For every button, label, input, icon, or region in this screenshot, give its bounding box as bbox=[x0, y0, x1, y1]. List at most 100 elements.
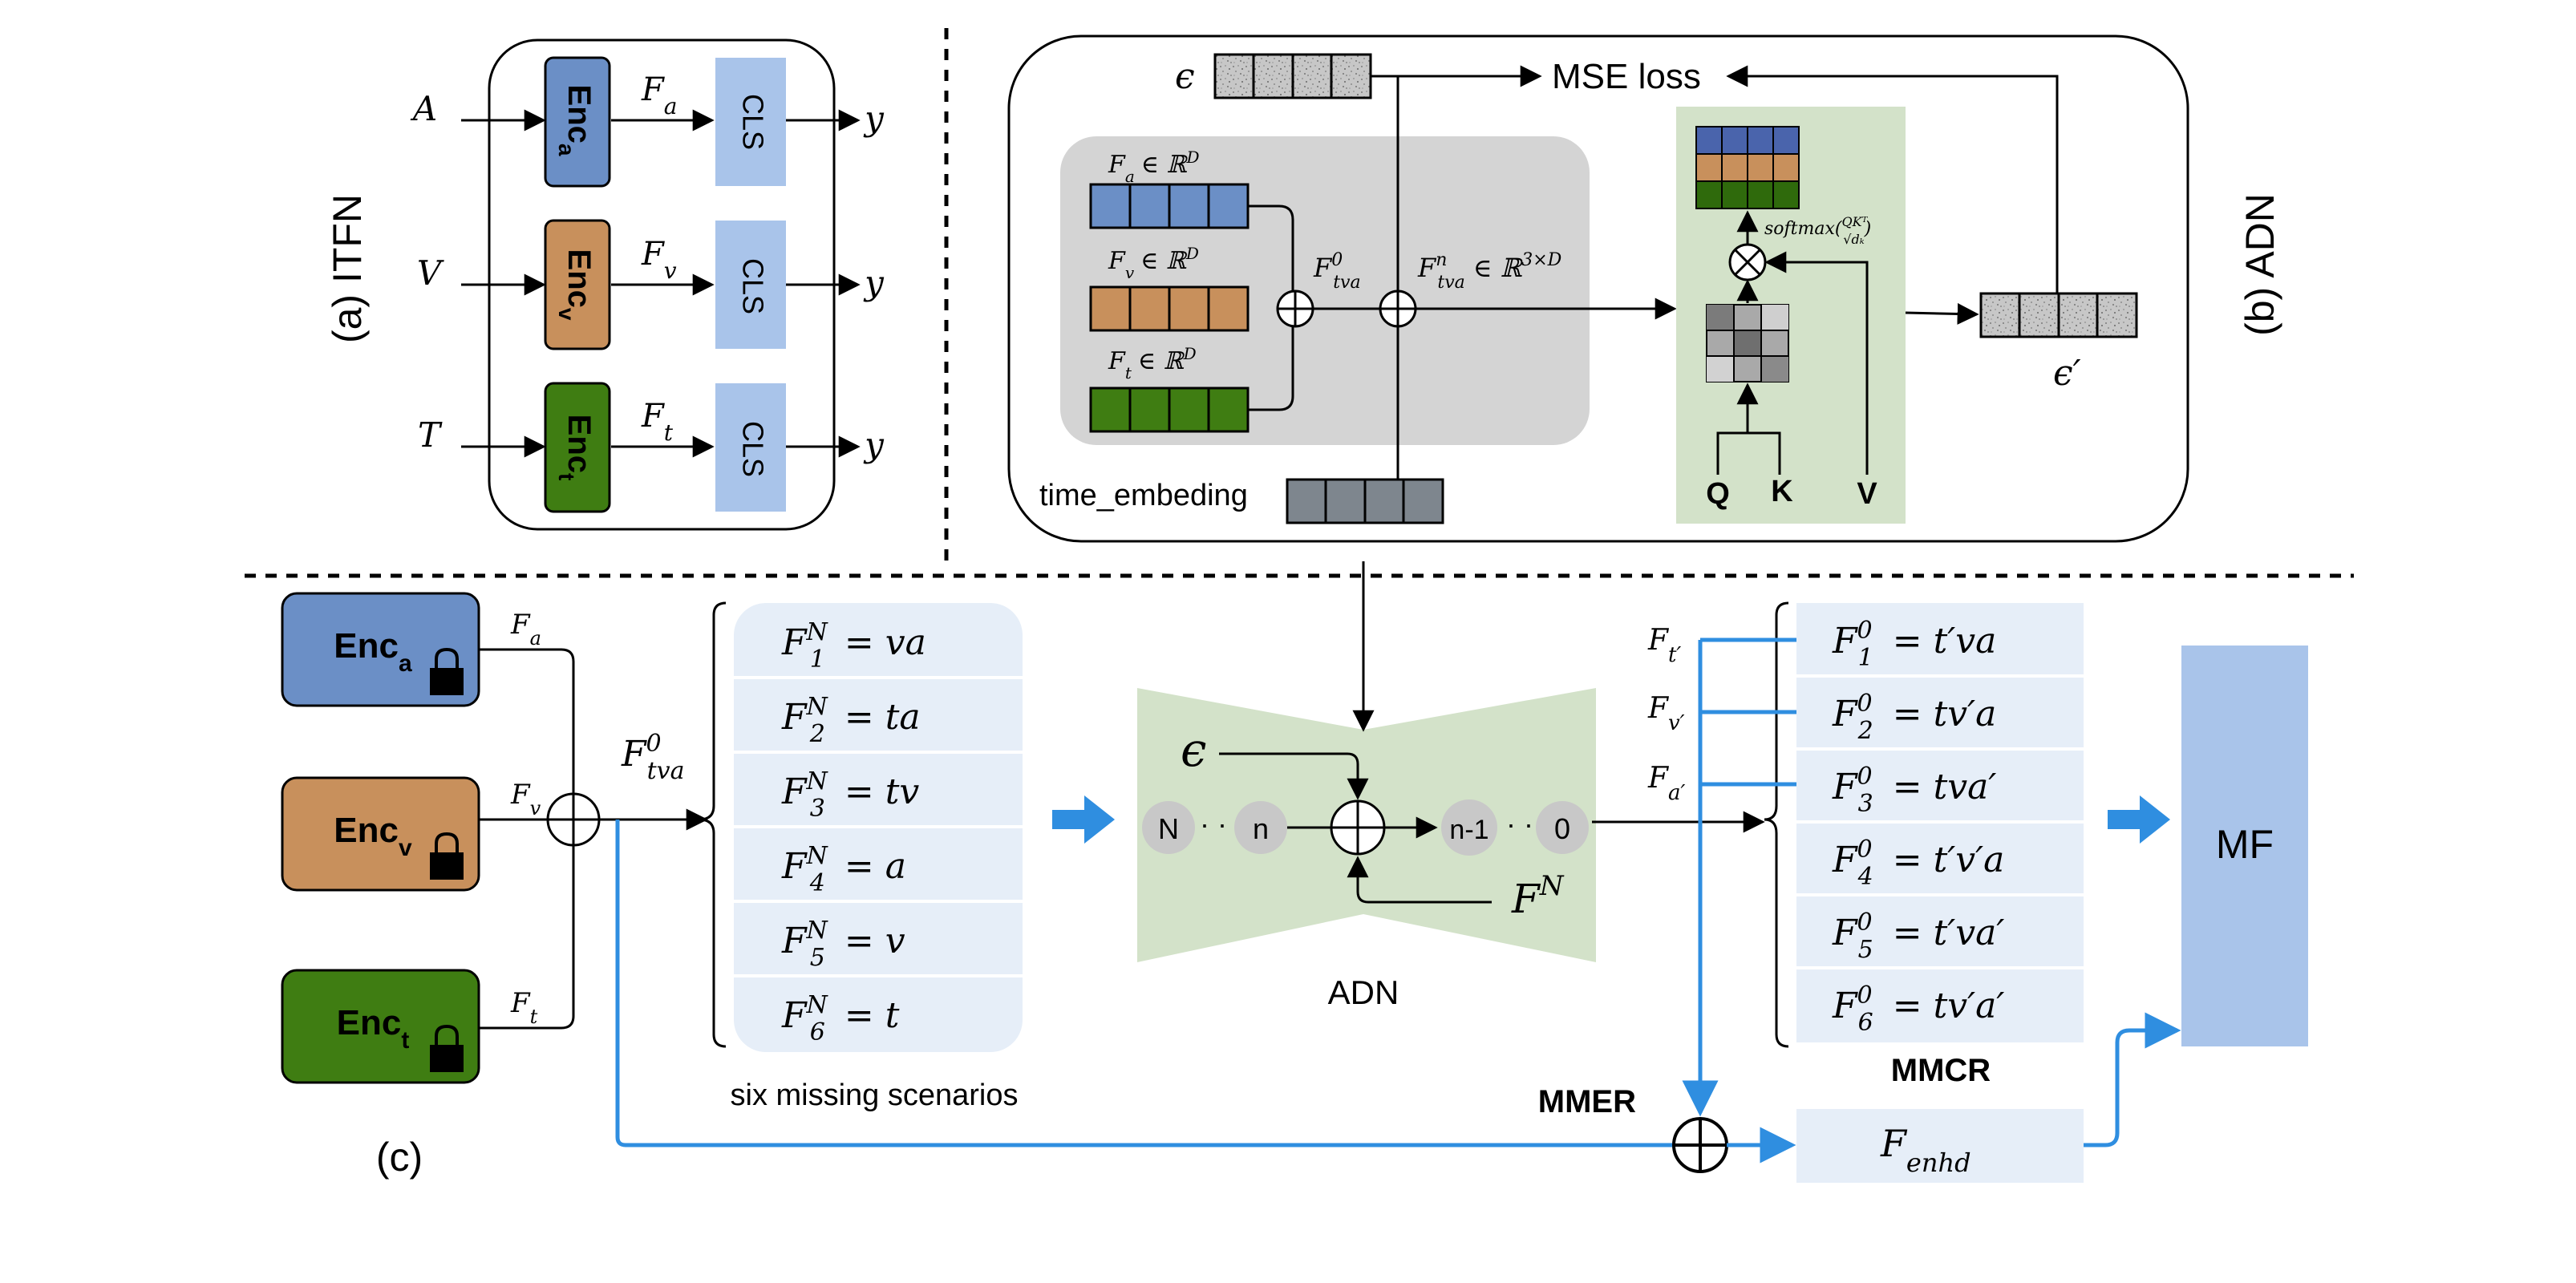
step-label: N bbox=[1158, 812, 1179, 845]
frozen-encoder-a: Enca bbox=[281, 592, 480, 707]
input-v: V bbox=[417, 253, 444, 293]
itfn-feature-t: Ft bbox=[641, 398, 674, 446]
step-label: 0 bbox=[1554, 812, 1570, 845]
input-t: T bbox=[418, 415, 443, 455]
itfn-output-a: y bbox=[863, 99, 885, 138]
fv-vector bbox=[1089, 285, 1250, 332]
lock-icon bbox=[430, 832, 464, 880]
mmer-label: MMER bbox=[1538, 1084, 1636, 1119]
itfn-encoder-v-label: Encv bbox=[554, 249, 597, 321]
itfn-output-t: y bbox=[863, 425, 885, 464]
pipeline-fusion-plus bbox=[546, 792, 601, 847]
adn-section-label: (b) ADN bbox=[2238, 193, 2282, 336]
scenarios-caption: six missing scenarios bbox=[731, 1079, 1019, 1112]
fa-in-rd-label: Fa∈ ℝD bbox=[1108, 148, 1200, 186]
lock-icon bbox=[430, 1024, 464, 1072]
svg-text:Enca: Enca bbox=[334, 626, 412, 677]
time-embedding-vector bbox=[1286, 478, 1444, 524]
fv-in-rd-label: Fv∈ ℝD bbox=[1108, 244, 1199, 282]
fa-vector bbox=[1089, 183, 1250, 229]
pipeline-section-label: (c) bbox=[376, 1135, 423, 1180]
itfn-cls-a bbox=[715, 58, 786, 186]
predicted-noise-vector bbox=[1979, 292, 2138, 338]
itfn-cls-a-label: CLS bbox=[736, 94, 769, 150]
mf-label: MF bbox=[2216, 822, 2274, 867]
key-label: K bbox=[1771, 475, 1793, 508]
frozen-encoder-t: Enct bbox=[281, 969, 480, 1084]
mmer-plus bbox=[1672, 1117, 1728, 1173]
fusion-plus-2 bbox=[1379, 289, 1417, 328]
itfn-encoder-a-label: Enca bbox=[554, 85, 597, 156]
step-label: n bbox=[1253, 812, 1269, 845]
pipeline-feature-a: Fa bbox=[510, 609, 541, 650]
svg-text:Encv: Encv bbox=[334, 811, 412, 861]
step-node bbox=[1441, 799, 1497, 856]
fusion-plus-1 bbox=[1276, 289, 1314, 328]
lock-icon bbox=[430, 647, 464, 695]
mmcr-label: MMCR bbox=[1891, 1053, 1991, 1088]
attention-multiply-icon bbox=[1728, 243, 1767, 281]
side-feature-a: Fa′ bbox=[1647, 762, 1685, 805]
input-a: A bbox=[410, 89, 437, 128]
softmax-formula: softmax(QKᵀ√dₖ) bbox=[1764, 214, 1871, 247]
step-node bbox=[1536, 801, 1589, 854]
query-label: Q bbox=[1706, 477, 1730, 511]
itfn-cls-t bbox=[715, 383, 786, 512]
pipeline-panel: Enca Encv Enct Fa Fv bbox=[281, 561, 2308, 1183]
adn-epsilon-label: ϵ bbox=[1175, 56, 1195, 97]
itfn-encoder-t bbox=[544, 382, 611, 513]
adn-frame bbox=[1007, 34, 2189, 543]
pipeline-feature-v: Fv bbox=[510, 779, 541, 820]
attention-score-matrix bbox=[1706, 304, 1789, 382]
step-node bbox=[1234, 801, 1287, 854]
step-node bbox=[1142, 801, 1195, 854]
itfn-panel: (a) ITFN A Enca Fa CLS y V Encv Fv CLS y… bbox=[325, 38, 885, 531]
attention-output-matrix bbox=[1695, 126, 1800, 209]
itfn-feature-v: Fv bbox=[641, 236, 677, 284]
itfn-cls-t-label: CLS bbox=[736, 421, 769, 477]
flow-arrow-to-mf bbox=[2108, 795, 2170, 844]
ft-vector bbox=[1089, 387, 1250, 433]
side-feature-t: Ft′ bbox=[1647, 624, 1681, 667]
frozen-encoder-v: Encv bbox=[281, 776, 480, 892]
step-label: n-1 bbox=[1449, 815, 1488, 845]
itfn-output-v: y bbox=[863, 263, 885, 302]
pipeline-feature-t: Ft bbox=[510, 987, 538, 1028]
mse-loss-label: MSE loss bbox=[1552, 57, 1701, 96]
mf-block bbox=[2181, 646, 2308, 1046]
itfn-encoder-a bbox=[544, 56, 611, 188]
epsilon-noise-vector bbox=[1213, 53, 1372, 99]
predicted-noise-label: ϵ′ bbox=[2053, 353, 2081, 394]
f-enhd-box bbox=[1796, 1109, 2084, 1183]
adn-detail-panel: (b) ADN ϵ MSE loss Fa∈ ℝD Fv∈ ℝD bbox=[1007, 34, 2282, 543]
itfn-feature-a: Fa bbox=[641, 71, 677, 119]
flow-arrow-to-adn bbox=[1052, 795, 1115, 844]
adn-fn-label: FN bbox=[1511, 870, 1565, 922]
value-label: V bbox=[1857, 477, 1877, 511]
ft-in-rd-label: Ft∈ ℝD bbox=[1108, 344, 1197, 382]
itfn-cls-v-label: CLS bbox=[736, 258, 769, 314]
svg-text:Enct: Enct bbox=[337, 1003, 410, 1054]
itfn-encoder-v bbox=[544, 219, 611, 350]
step-dots: · · bbox=[1506, 807, 1533, 840]
side-feature-v: Fv′ bbox=[1647, 692, 1685, 735]
adn-noise-epsilon: ϵ bbox=[1181, 722, 1206, 777]
f-enhd-label: Fenhd bbox=[1880, 1122, 1971, 1178]
